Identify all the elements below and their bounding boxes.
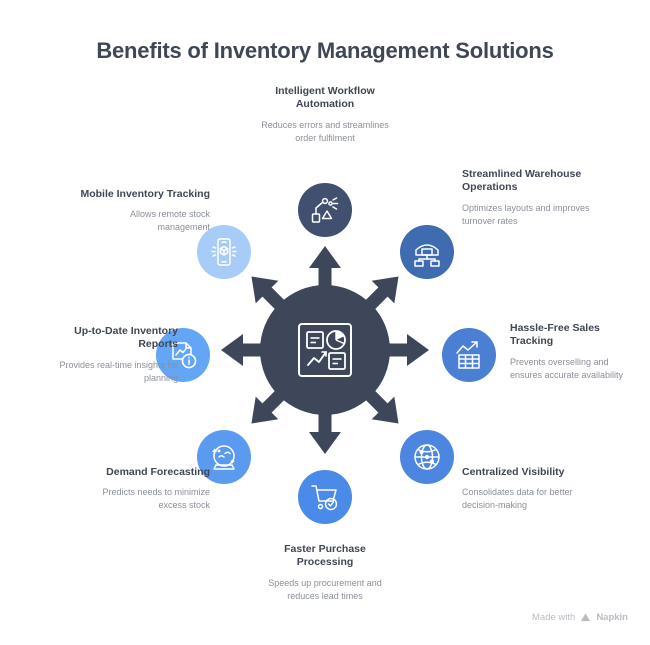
node-icon-intelligent-workflow-automation[interactable] xyxy=(298,183,352,237)
node-title-centralized-visibility: Centralized Visibility xyxy=(462,466,565,478)
node-text-centralized-visibility: Centralized Visibility Consolidates data… xyxy=(462,466,592,512)
dashboard-analytics-icon xyxy=(298,323,352,377)
crystal-ball-forecast-icon xyxy=(212,445,235,470)
node-desc-faster-purchase-processing: Speeds up procurement and reduces lead t… xyxy=(268,577,382,601)
sales-chart-icon xyxy=(456,341,480,369)
node-title-demand-forecasting: Demand Forecasting xyxy=(106,466,210,478)
node-text-intelligent-workflow-automation: Intelligent Workflow Automation Reduces … xyxy=(255,85,395,144)
node-title-intelligent-workflow-automation: Intelligent Workflow Automation xyxy=(275,85,375,111)
node-icon-mobile-inventory-tracking[interactable] xyxy=(197,225,251,279)
napkin-watermark: Made with Napkin xyxy=(532,612,628,623)
node-icon-hassle-free-sales-tracking[interactable] xyxy=(442,328,496,382)
node-icon-faster-purchase-processing[interactable] xyxy=(298,470,352,524)
node-icon-streamlined-warehouse-operations[interactable] xyxy=(400,225,454,279)
watermark-text: Made with xyxy=(532,612,576,623)
node-desc-mobile-inventory-tracking: Allows remote stock management xyxy=(129,209,210,233)
warehouse-icon xyxy=(414,244,440,267)
node-text-mobile-inventory-tracking: Mobile Inventory Tracking Allows remote … xyxy=(80,188,210,234)
node-text-demand-forecasting: Demand Forecasting Predicts needs to min… xyxy=(80,466,210,512)
node-desc-demand-forecasting: Predicts needs to minimize excess stock xyxy=(102,487,210,511)
node-icon-demand-forecasting[interactable] xyxy=(197,430,251,484)
node-text-hassle-free-sales-tracking: Hassle-Free Sales Tracking Prevents over… xyxy=(510,322,640,381)
node-desc-centralized-visibility: Consolidates data for better decision-ma… xyxy=(462,487,573,511)
node-desc-hassle-free-sales-tracking: Prevents overselling and ensures accurat… xyxy=(510,356,624,380)
central-hub xyxy=(260,285,390,415)
node-icon-centralized-visibility[interactable] xyxy=(400,430,454,484)
node-desc-up-to-date-inventory-reports: Provides real-time insights for planning xyxy=(59,359,178,383)
page-title: Benefits of Inventory Management Solutio… xyxy=(96,38,554,63)
node-title-up-to-date-inventory-reports: Up-to-Date Inventory Reports xyxy=(74,325,178,351)
node-desc-intelligent-workflow-automation: Reduces errors and streamlines order ful… xyxy=(261,119,389,143)
shopping-cart-check-icon xyxy=(311,485,338,511)
napkin-logo-icon xyxy=(581,613,591,622)
watermark-brand: Napkin xyxy=(596,612,628,623)
robot-arm-icon xyxy=(311,197,339,223)
node-title-faster-purchase-processing: Faster Purchase Processing xyxy=(284,543,366,569)
node-title-streamlined-warehouse-operations: Streamlined Warehouse Operations xyxy=(462,168,582,194)
report-info-icon xyxy=(172,342,197,369)
mobile-package-scan-icon xyxy=(211,238,237,266)
node-text-faster-purchase-processing: Faster Purchase Processing Speeds up pro… xyxy=(255,543,395,602)
node-text-up-to-date-inventory-reports: Up-to-Date Inventory Reports Provides re… xyxy=(50,325,178,384)
globe-network-icon xyxy=(414,444,440,470)
node-icon-up-to-date-inventory-reports[interactable] xyxy=(156,328,210,382)
node-title-hassle-free-sales-tracking: Hassle-Free Sales Tracking xyxy=(510,322,600,348)
node-title-mobile-inventory-tracking: Mobile Inventory Tracking xyxy=(80,188,210,200)
node-desc-streamlined-warehouse-operations: Optimizes layouts and improves turnover … xyxy=(462,202,590,226)
node-text-streamlined-warehouse-operations: Streamlined Warehouse Operations Optimiz… xyxy=(462,168,592,227)
